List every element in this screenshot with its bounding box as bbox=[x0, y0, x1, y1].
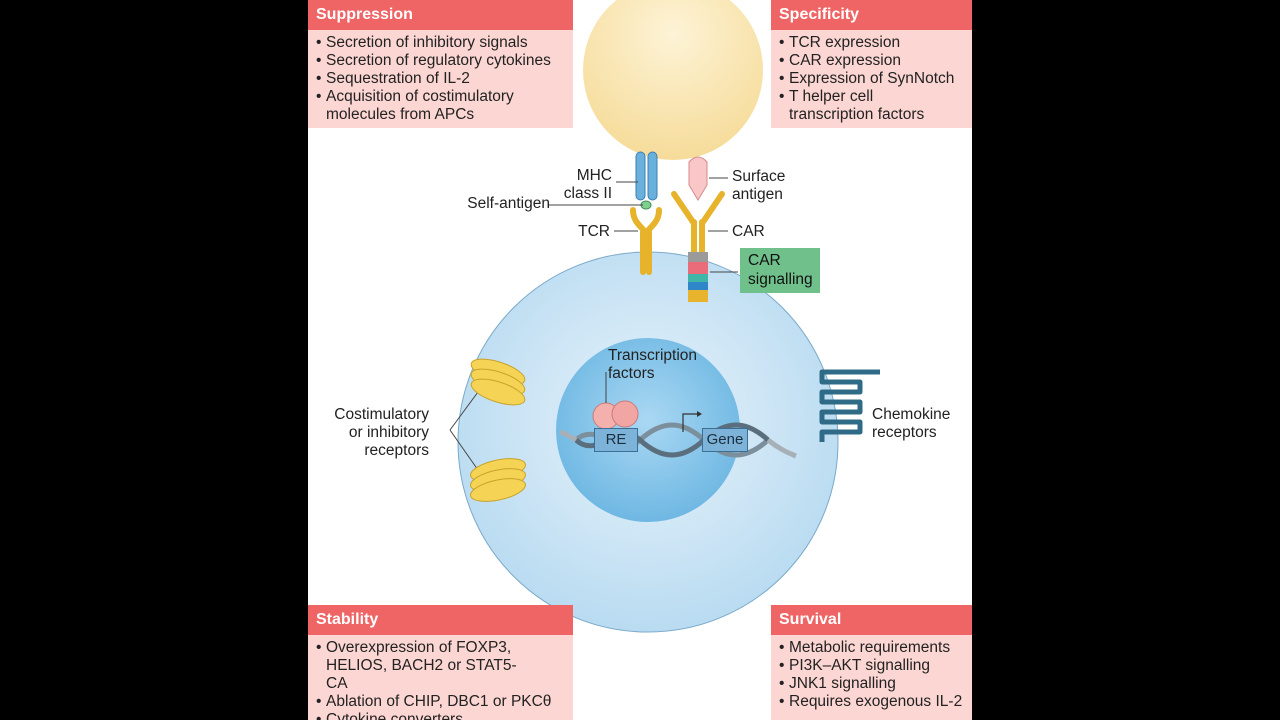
suppression-list: Secretion of inhibitory signals Secretio… bbox=[308, 30, 573, 128]
apc-cell bbox=[583, 0, 763, 160]
surface-antigen bbox=[688, 156, 708, 201]
survival-box: Survival Metabolic requirements PI3K–AKT… bbox=[771, 605, 972, 720]
chemokine-label-line2: receptors bbox=[872, 424, 937, 441]
re-box: RE bbox=[594, 428, 638, 452]
costim-label-line3: receptors bbox=[364, 442, 429, 459]
list-item: Cytokine converters bbox=[316, 711, 569, 720]
list-item: Ablation of CHIP, DBC1 or PKCθ bbox=[316, 693, 569, 711]
gene-box: Gene bbox=[702, 428, 748, 452]
car-signalling-domains bbox=[688, 252, 708, 302]
cell-diagram bbox=[449, 0, 880, 633]
costim-label-line1: Costimulatory bbox=[334, 406, 429, 423]
survival-list: Metabolic requirements PI3K–AKT signalli… bbox=[771, 635, 972, 715]
list-item: Secretion of regulatory cytokines bbox=[316, 52, 569, 70]
costim-label: Costimulatory or inhibitory receptors bbox=[334, 406, 429, 460]
list-item: Sequestration of IL-2 bbox=[316, 70, 569, 88]
specificity-box: Specificity TCR expression CAR expressio… bbox=[771, 0, 972, 128]
list-item: PI3K–AKT signalling bbox=[779, 657, 968, 675]
car-signalling-line2: signalling bbox=[748, 271, 813, 288]
stability-box: Stability Overexpression of FOXP3, HELIO… bbox=[308, 605, 573, 720]
list-item: Requires exogenous IL-2 bbox=[779, 693, 968, 711]
chemokine-label: Chemokine receptors bbox=[872, 406, 950, 442]
stability-list: Overexpression of FOXP3, HELIOS, BACH2 o… bbox=[308, 635, 573, 720]
tss-arrow bbox=[682, 413, 700, 432]
list-item: CAR expression bbox=[779, 52, 968, 70]
list-item: Secretion of inhibitory signals bbox=[316, 34, 569, 52]
car-label: CAR bbox=[732, 223, 765, 240]
chemokine-label-line1: Chemokine bbox=[872, 406, 951, 423]
list-item: JNK1 signalling bbox=[779, 675, 968, 693]
list-item: Metabolic requirements bbox=[779, 639, 968, 657]
list-item: Overexpression of FOXP3, HELIOS, BACH2 o… bbox=[316, 639, 569, 693]
list-item: T helper cell transcription factors bbox=[779, 88, 968, 124]
surface-antigen-line1: Surface bbox=[732, 168, 786, 185]
car-signalling-line1: CAR bbox=[748, 252, 781, 269]
nucleus bbox=[556, 338, 740, 522]
specificity-header: Specificity bbox=[771, 0, 972, 30]
list-item: TCR expression bbox=[779, 34, 968, 52]
inhibitory-receptor bbox=[470, 458, 526, 502]
transcription-factor bbox=[611, 400, 639, 428]
mhc-label-line2: class II bbox=[563, 185, 612, 202]
mhc-label-line1: MHC bbox=[576, 167, 612, 184]
list-item: Expression of SynNotch bbox=[779, 70, 968, 88]
survival-header: Survival bbox=[771, 605, 972, 635]
tf-label-line1: Transcription bbox=[608, 347, 698, 364]
specificity-list: TCR expression CAR expression Expression… bbox=[771, 30, 972, 128]
costim-label-line2: or inhibitory bbox=[348, 424, 429, 441]
self-antigen-label: Self-antigen bbox=[467, 195, 550, 212]
car-receptor bbox=[671, 191, 725, 255]
transcription-factors-label: Transcription factors bbox=[608, 347, 697, 383]
mhc-label: MHC class II bbox=[564, 167, 612, 203]
figure-panel: Suppression Secretion of inhibitory sign… bbox=[308, 0, 972, 720]
suppression-box: Suppression Secretion of inhibitory sign… bbox=[308, 0, 573, 128]
costimulatory-receptor bbox=[470, 358, 526, 406]
suppression-header: Suppression bbox=[308, 0, 573, 30]
car-signalling-label: CAR signalling bbox=[740, 248, 820, 293]
surface-antigen-label: Surface antigen bbox=[732, 168, 785, 204]
surface-antigen-line2: antigen bbox=[732, 186, 783, 203]
tf-label-line2: factors bbox=[608, 365, 655, 382]
stability-header: Stability bbox=[308, 605, 573, 635]
chemokine-receptor bbox=[819, 369, 880, 442]
tcr-receptor bbox=[630, 207, 662, 275]
list-item: Acquisition of costimulatory molecules f… bbox=[316, 88, 569, 124]
tcr-label: TCR bbox=[578, 223, 610, 240]
mhc-class-ii bbox=[635, 151, 658, 210]
